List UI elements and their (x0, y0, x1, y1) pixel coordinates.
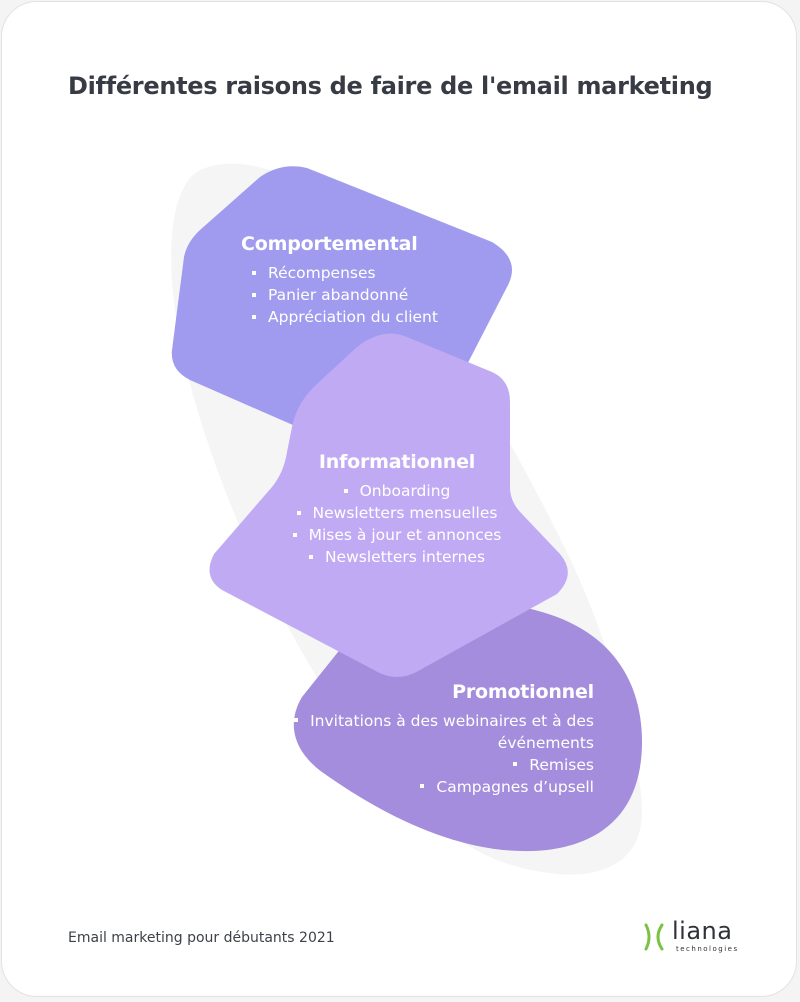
list-item-text: Remises (529, 756, 594, 774)
block-informationnel: Informationnel Onboarding Newsletters me… (252, 450, 542, 568)
list-item: Invitations à des webinaires et à des év… (254, 710, 594, 754)
bullet-icon (513, 761, 518, 766)
list-item: Newsletters internes (308, 546, 485, 568)
list-item: Newsletters mensuelles (296, 502, 497, 524)
shape-informationnel (209, 333, 568, 677)
list-item: Campagnes d’upsell (254, 776, 594, 798)
list-item-text: Campagnes d’upsell (436, 778, 594, 796)
logo-wordmark: liana (672, 917, 733, 945)
block-heading: Comportemental (241, 233, 418, 255)
block-heading: Informationnel (318, 451, 476, 473)
list-item: Mises à jour et annonces (292, 524, 501, 546)
block-comportemental: Comportemental Récompenses Panier abando… (241, 232, 443, 328)
block-heading: Promotionnel (452, 681, 594, 703)
bullet-icon (420, 783, 425, 788)
list-item: Remises (254, 754, 594, 776)
block-list: Onboarding Newsletters mensuelles Mises … (252, 480, 542, 568)
logo-subtitle: technologies (676, 945, 739, 953)
block-list: Invitations à des webinaires et à des év… (254, 710, 594, 798)
block-promotionnel: Promotionnel Invitations à des webinaire… (254, 680, 594, 798)
list-item: Onboarding (343, 480, 450, 502)
liana-logo: liana technologies (642, 917, 742, 957)
list-item: Panier abandonné (252, 284, 443, 306)
page-title: Différentes raisons de faire de l'email … (68, 72, 713, 100)
footer-text: Email marketing pour débutants 2021 (68, 930, 335, 946)
block-list: Récompenses Panier abandonné Appréciatio… (241, 262, 443, 328)
liana-mark-icon (644, 923, 664, 951)
bullet-icon (294, 717, 299, 722)
list-item: Récompenses (252, 262, 443, 284)
list-item-text: Invitations à des webinaires et à des év… (310, 712, 594, 752)
list-item: Appréciation du client (252, 306, 443, 328)
